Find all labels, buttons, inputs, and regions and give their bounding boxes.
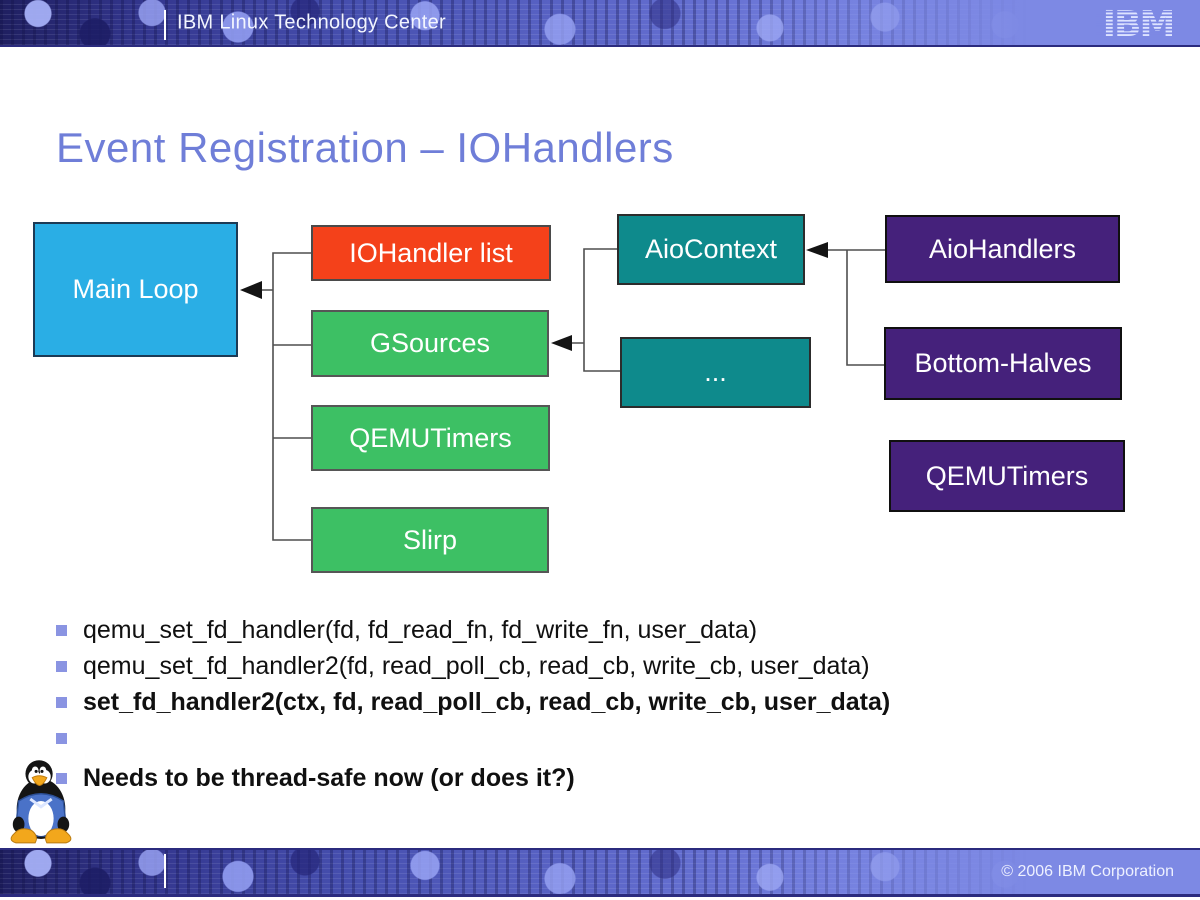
node-slirp: Slirp [311, 507, 549, 573]
tux-penguin-icon [10, 760, 72, 844]
node-label: AioHandlers [928, 233, 1077, 264]
node-label: Bottom-Halves [914, 348, 1092, 378]
copyright-text: © 2006 IBM Corporation [1001, 863, 1174, 880]
footer-bar: © 2006 IBM Corporation [0, 848, 1200, 897]
bullet-square-icon [56, 696, 67, 708]
node-label: AioContext [644, 234, 778, 264]
bullet-text: qemu_set_fd_handler2(fd, read_poll_cb, r… [83, 651, 870, 680]
node-qemutimers-purple: QEMUTimers [889, 440, 1125, 512]
node-aiohandlers: AioHandlers [885, 215, 1120, 283]
header-tick [164, 10, 166, 40]
bullet-square-icon [56, 624, 67, 636]
header-bar: IBM Linux Technology Center IBM [0, 0, 1200, 47]
bullet-text: set_fd_handler2(ctx, fd, read_poll_cb, r… [83, 687, 891, 716]
footer-tick [164, 854, 166, 888]
node-qemutimers-green: QEMUTimers [311, 405, 550, 471]
footer-decoration [0, 850, 1200, 894]
node-gsources: GSources [311, 310, 549, 377]
bullet-square-icon [56, 732, 67, 744]
header-brand: IBM Linux Technology Center [177, 11, 446, 33]
list-item: Needs to be thread-safe now (or does it?… [56, 760, 1166, 796]
node-label: GSources [369, 328, 491, 358]
page-title: Event Registration – IOHandlers [56, 124, 674, 171]
header-decoration [0, 0, 1200, 45]
node-ellipsis: ... [620, 337, 811, 408]
ibm-logo-icon: IBM [1096, 6, 1180, 40]
list-item: set_fd_handler2(ctx, fd, read_poll_cb, r… [56, 684, 1166, 720]
bullet-list: qemu_set_fd_handler(fd, fd_read_fn, fd_w… [56, 612, 1166, 796]
list-item: qemu_set_fd_handler(fd, fd_read_fn, fd_w… [56, 612, 1166, 648]
node-bottom-halves: Bottom-Halves [884, 327, 1122, 400]
bullet-square-icon [56, 772, 67, 784]
list-item: qemu_set_fd_handler2(fd, read_poll_cb, r… [56, 648, 1166, 684]
bullet-text: Needs to be thread-safe now (or does it?… [83, 763, 575, 792]
node-label: Main Loop [72, 274, 199, 304]
arrow-to-aiocontext [806, 242, 828, 258]
node-label: QEMUTimers [925, 460, 1089, 491]
node-label: IOHandler list [349, 237, 513, 268]
node-label: Slirp [402, 524, 457, 555]
node-aiocontext: AioContext [617, 214, 805, 285]
list-item [56, 720, 1166, 756]
bullet-text: qemu_set_fd_handler(fd, fd_read_fn, fd_w… [83, 615, 758, 644]
bullet-square-icon [56, 660, 67, 672]
arrow-to-gsources [551, 335, 572, 351]
node-main-loop: Main Loop [33, 222, 238, 357]
node-label: QEMUTimers [349, 422, 512, 453]
node-iohandler-list: IOHandler list [311, 225, 551, 281]
node-label: ... [704, 357, 727, 387]
arrow-to-main-loop [240, 281, 262, 299]
